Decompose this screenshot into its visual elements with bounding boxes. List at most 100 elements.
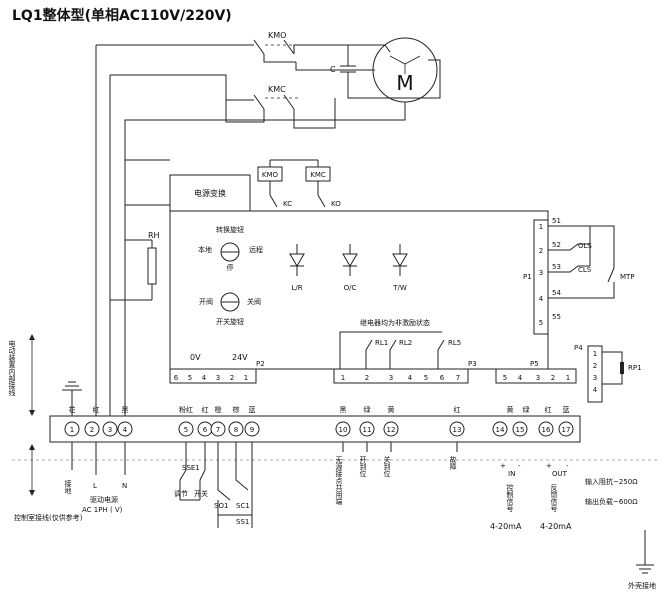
p2-label: P2	[256, 360, 265, 368]
terminal-14[interactable]	[492, 421, 508, 437]
rp1-label: RP1	[628, 364, 642, 372]
p3-pin-1: 1	[341, 374, 345, 382]
terminal-17[interactable]	[558, 421, 574, 437]
terminal-15[interactable]	[512, 421, 528, 437]
p3-pin-4: 4	[408, 374, 413, 382]
terminal-12[interactable]	[383, 421, 399, 437]
p5-pin-3: 3	[536, 374, 540, 382]
terminal-10[interactable]	[335, 421, 351, 437]
relay-coils: KMO KMC KC KO	[257, 159, 341, 208]
wire-color: 蓝	[563, 405, 570, 414]
selector-knob: 转换旋钮 本地 远程 停	[198, 225, 263, 272]
selector-left: 本地	[198, 245, 212, 254]
p4-pin-1: 1	[593, 350, 597, 358]
terminal-num-6: 6	[203, 426, 208, 434]
wire-color: 红	[454, 405, 461, 414]
label-24v: 24V	[232, 353, 248, 362]
p3-label: P3	[468, 360, 477, 368]
range-in: 4-20mA	[490, 522, 522, 531]
plus-out: +	[546, 462, 552, 470]
terminal-8[interactable]	[228, 421, 244, 437]
ground-power: 接地 L N 驱动电源 AC 1PH ( V)	[62, 381, 127, 514]
terminal-5[interactable]	[178, 421, 194, 437]
p3-pin-3: 3	[389, 374, 393, 382]
p1-row-2: 2	[539, 247, 543, 255]
ols-label: OLS	[578, 242, 592, 250]
t13-label: 故障	[449, 455, 457, 471]
p1-row-5: 5	[539, 319, 543, 327]
left-notes: 电动装置内部接线 控制室接线(仅供参考)	[8, 334, 660, 522]
terminal-9[interactable]	[244, 421, 260, 437]
tiaojie-label: 调节	[174, 489, 188, 498]
p1-pin-52: 52	[552, 241, 561, 249]
bottom-switches: SSE1 调节 开关 SO1 SC1 SS1	[174, 442, 253, 528]
relay-note: 继电器均为非激励状态	[360, 318, 430, 327]
terminal-4[interactable]	[117, 421, 133, 437]
relay-contacts: RL1 RL2 RL5	[339, 331, 461, 370]
motor-section: M C KMO KMC	[96, 31, 441, 160]
terminal-2[interactable]	[84, 421, 100, 437]
p5-pin-5: 5	[503, 374, 507, 382]
terminal-num-9: 9	[250, 426, 254, 434]
kaiguan-label: 开关	[194, 489, 208, 498]
p3-pin-6: 6	[440, 374, 445, 382]
note-external: 控制室接线(仅供参考)	[14, 513, 83, 522]
heater: RH	[110, 231, 160, 301]
p5-label: P5	[530, 360, 539, 368]
kmo-contact-label: KMO	[268, 31, 286, 40]
p5-pin-1: 1	[566, 374, 570, 382]
power-module-label: 电源变换	[194, 188, 226, 198]
note-internal: 电动装置内部接线	[8, 339, 16, 396]
terminal-1[interactable]	[64, 421, 80, 437]
p2-pin-2: 2	[230, 374, 234, 382]
power-label: 驱动电源	[90, 495, 118, 504]
switch-knob: 开阀 关阀 开关旋钮	[199, 292, 261, 326]
range-out: 4-20mA	[540, 522, 572, 531]
case-ground: 外壳接地	[628, 530, 656, 590]
p2-pin-1: 1	[244, 374, 248, 382]
input-impedance: 输入阻抗~250Ω	[585, 477, 638, 486]
wire-color: 红	[93, 405, 100, 414]
p3-pin-5: 5	[424, 374, 428, 382]
p5-pin-4: 4	[518, 374, 523, 382]
terminal-num-5: 5	[184, 426, 188, 434]
wire-color: 粉红	[179, 405, 193, 414]
motor-letter: M	[396, 71, 413, 95]
p1-row-1: 1	[539, 223, 543, 231]
t11-label: 开到位	[359, 456, 367, 477]
p1-row-3: 3	[539, 269, 543, 277]
p1-pin-51: 51	[552, 217, 561, 225]
terminal-num-1: 1	[70, 426, 74, 434]
terminal-num-7: 7	[216, 426, 220, 434]
kmo-coil-label: KMO	[262, 171, 279, 179]
terminal-7[interactable]	[210, 421, 226, 437]
terminal-num-2: 2	[90, 426, 94, 434]
p3-pin-2: 2	[365, 374, 369, 382]
wire-color: 黑	[122, 406, 129, 414]
p1-pin-54: 54	[552, 289, 561, 297]
main-board	[169, 210, 549, 370]
wire-color: 绿	[523, 405, 530, 414]
relay-rl5: RL5	[448, 339, 461, 347]
switch-bottom: 开关旋钮	[216, 317, 244, 326]
wire-color: 黄	[388, 405, 395, 414]
led-lr: L/R	[289, 244, 305, 292]
selector-right: 远程	[249, 245, 263, 254]
led-lr-label: L/R	[291, 284, 302, 292]
terminal-num-15: 15	[516, 426, 525, 434]
output-load: 输出负载~600Ω	[585, 497, 638, 506]
minus-out: -	[566, 462, 569, 470]
p4-pin-2: 2	[593, 362, 597, 370]
switch-left: 开阀	[199, 297, 213, 306]
wire-color: 棕	[233, 405, 240, 414]
wire-color: 黄	[507, 405, 514, 414]
ss1-label: SS1	[236, 518, 249, 526]
terminal-13[interactable]	[449, 421, 465, 437]
p3-pin-7: 7	[456, 374, 460, 382]
terminal-3[interactable]	[102, 421, 118, 437]
terminal-16[interactable]	[538, 421, 554, 437]
p2-pin-3: 3	[216, 374, 220, 382]
terminal-11[interactable]	[359, 421, 375, 437]
